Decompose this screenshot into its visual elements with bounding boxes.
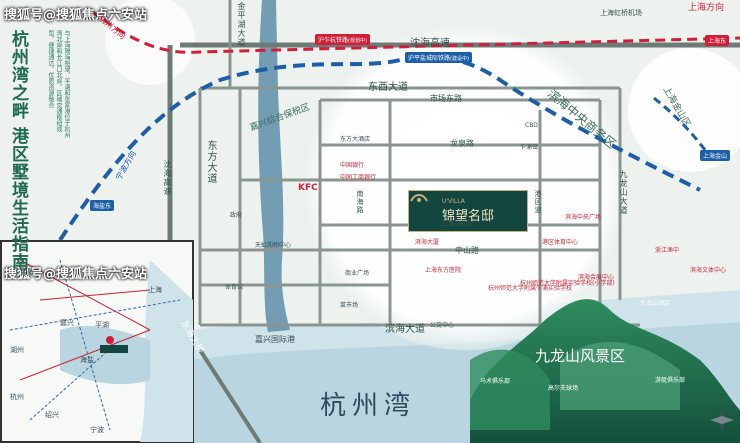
label-shanghai-dir: 上海方向 bbox=[688, 3, 725, 13]
road-label-jiulongshan: 九龙山大道 bbox=[619, 170, 628, 215]
poi-gov: 政府 bbox=[230, 212, 243, 219]
label-jiulongshan: 九龙山风景区 bbox=[535, 347, 626, 365]
rail-red bbox=[89, 8, 740, 54]
poi-haibin: 滨海大厦 bbox=[415, 239, 440, 246]
road-label-highway: 沈海高速 bbox=[410, 38, 450, 49]
rail-huping-plan: (建设中) bbox=[450, 56, 469, 62]
poi-zhejiang: 浙江渔中 bbox=[655, 247, 680, 254]
poi-market: 菜市场 bbox=[340, 302, 359, 309]
road-label-shenhai: 沈海高速 bbox=[163, 160, 172, 196]
poi-bank-china: 中国银行 bbox=[340, 162, 365, 169]
logo-icon bbox=[410, 194, 428, 202]
station-haiyan: 海盐东 bbox=[90, 200, 115, 211]
road-label-nanhai: 南海路 bbox=[356, 190, 364, 214]
inset-label-8: 绍兴 bbox=[45, 411, 59, 419]
poi-hospital: 上海东方医院 bbox=[425, 267, 462, 274]
project-en: U'VILLA bbox=[441, 198, 465, 205]
road-label-dongxi: 东西大道 bbox=[368, 82, 408, 93]
bridge bbox=[198, 348, 262, 443]
inset-map bbox=[0, 240, 194, 443]
road-label-dongfang: 东方大道 bbox=[205, 140, 216, 184]
poi-bank-icbc: 中国工商银行 bbox=[340, 174, 377, 181]
road-label-binhai: 滨海大道 bbox=[385, 324, 425, 335]
slogan-sub: 与上海隔海相望，平湖和张家港位于杭州湾北岸和长江口北岸，区域交通枢纽成型，便捷通… bbox=[47, 30, 70, 138]
poi-gym: 体育馆 bbox=[225, 284, 244, 291]
poi-binhai-square: 滨海中央广场 bbox=[565, 214, 602, 221]
inset-label-1: 嘉兴 bbox=[60, 319, 74, 327]
rail-blue bbox=[58, 54, 701, 242]
rail-huping-text: 沪平盐城际铁路 bbox=[408, 55, 451, 62]
project-name: 锦望名邸 bbox=[441, 209, 494, 224]
inset-label-0: 上海 bbox=[148, 286, 162, 294]
inset-label-5: 海盐 bbox=[80, 356, 94, 364]
poi-hotel: 东方大酒店 bbox=[340, 136, 371, 143]
rail-label-huhang: 沪乍杭铁路(规划中) bbox=[315, 34, 370, 45]
watermark-top: 搜狐号@搜狐焦点六安站 bbox=[4, 8, 148, 23]
project-logo[interactable]: U'VILLA 锦望名邸 bbox=[408, 190, 528, 232]
inset-label-6: 苏州 bbox=[20, 269, 34, 277]
road-label-shichang: 市场东路 bbox=[430, 94, 462, 103]
poi-cbd: CBD bbox=[525, 122, 538, 129]
poi-school: 杭州师范大学附属乍浦实验学校 bbox=[488, 285, 573, 292]
compass-label: N bbox=[717, 396, 723, 404]
poi-golf: 高尔夫球场 bbox=[548, 385, 579, 392]
poi-kfc: KFC bbox=[298, 183, 318, 193]
poi-culture: 滨海文体中心 bbox=[690, 267, 727, 274]
poi-expo: 滨海会展中心 bbox=[578, 274, 615, 281]
poi-jiaxing-port: 嘉兴国际港 bbox=[255, 335, 295, 344]
road-label-zhongshan: 中山路 bbox=[455, 246, 479, 255]
watermark-inset: 搜狐号@搜狐焦点六安站 bbox=[4, 267, 148, 282]
label-hongqiao: 上海虹桥机场 bbox=[600, 9, 642, 17]
poi-primary: 杭州师范大学附属实验学校(小学部) bbox=[520, 280, 615, 287]
road-label-jinpinghu: 金平湖大道 bbox=[237, 2, 246, 47]
poi-yacht: 游艇俱乐部 bbox=[655, 377, 686, 384]
inset-label-2: 杭州 bbox=[10, 393, 24, 401]
rail-huhang-text: 沪乍杭铁路 bbox=[318, 37, 349, 44]
compass-icon bbox=[710, 408, 734, 432]
inset-label-4: 平湖 bbox=[95, 321, 109, 329]
jinshan-circle bbox=[628, 48, 740, 172]
poi-jiulong-hotel: 九龙山酒店 bbox=[640, 300, 671, 307]
road-label-sanqiao: 三家瑶路 bbox=[440, 219, 472, 228]
slogan: 杭州湾之畔 港区墅境生活指南 bbox=[8, 30, 28, 271]
rail-huhang-plan: (规划中) bbox=[348, 38, 367, 44]
poi-shopping: 商业广场 bbox=[345, 270, 370, 277]
rail-label-huping: 沪平盐城际铁路(建设中) bbox=[405, 52, 472, 63]
poi-tianhong: 天虹购物中心 bbox=[255, 242, 292, 249]
road-label-longquan: 龙泉路 bbox=[450, 139, 474, 148]
station-shanghai-dong: 上海东 bbox=[705, 35, 730, 46]
core-circle bbox=[300, 20, 630, 350]
station-shanghai-jin: 上海金山 bbox=[700, 150, 731, 161]
poi-zhapu: 乍浦镇 bbox=[520, 144, 539, 151]
road-label-gangzhu: 港区道 bbox=[534, 190, 542, 214]
poi-horse: 马术俱乐部 bbox=[480, 378, 511, 385]
label-hangzhouwan: 杭州湾 bbox=[320, 391, 417, 421]
inset-label-3: 宁波 bbox=[90, 426, 104, 434]
poi-bus: 公交中心 bbox=[430, 322, 455, 329]
poi-sports: 港区体育中心 bbox=[542, 239, 579, 246]
inset-label-7: 湖州 bbox=[10, 346, 24, 354]
